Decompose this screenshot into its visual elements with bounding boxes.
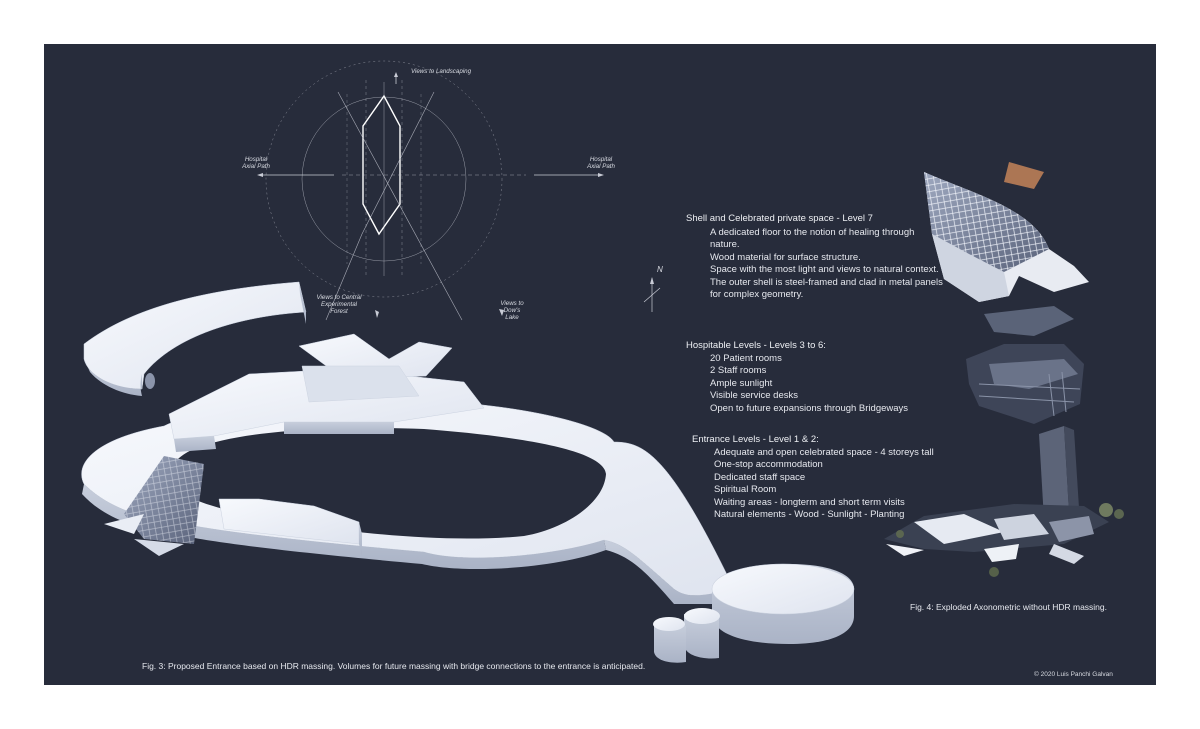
list-item: 2 Staff rooms	[710, 365, 767, 377]
outer-dashed-circle	[265, 60, 503, 298]
list-item: Natural elements - Wood - Sunlight - Pla…	[714, 509, 905, 521]
label-line: Dow's	[503, 307, 521, 314]
list-item: for complex geometry.	[710, 289, 804, 301]
arrow-up-icon	[394, 72, 398, 77]
tree-icon	[1099, 503, 1113, 517]
copyright: © 2020 Luis Panchi Galvan	[1034, 671, 1113, 678]
list-item: Ample sunlight	[710, 377, 773, 389]
list-item: nature.	[710, 239, 740, 251]
round-tower-small	[684, 614, 719, 659]
section-heading: Entrance Levels - Level 1 & 2:	[692, 434, 819, 445]
label-line: Lake	[505, 314, 519, 321]
list-item: Open to future expansions through Bridge…	[710, 402, 909, 414]
label-line: Hospital	[244, 156, 268, 163]
sightline-to-lake	[337, 91, 463, 321]
fig4-caption: Fig. 4: Exploded Axonometric without HDR…	[910, 602, 1108, 612]
section-heading: Hospitable Levels - Levels 3 to 6:	[686, 340, 826, 351]
list-item: Dedicated staff space	[714, 471, 806, 483]
list-item: Spiritual Room	[714, 484, 777, 496]
label-line: Hospital	[589, 156, 613, 163]
arrow-down-right-icon	[499, 309, 504, 316]
fig3-massing-model	[81, 281, 855, 663]
label-views-landscaping: Views to Landscaping	[410, 68, 472, 75]
list-item: Adequate and open celebrated space - 4 s…	[714, 447, 934, 458]
label-line: Experimental	[320, 301, 358, 308]
fig3-caption: Fig. 3: Proposed Entrance based on HDR m…	[142, 661, 646, 671]
arrow-down-left-icon	[375, 310, 379, 318]
label-line: Axial Path	[242, 163, 270, 170]
arrow-right-icon	[598, 173, 604, 177]
list-item: Wood material for surface structure.	[710, 251, 861, 263]
section-level-7: Shell and Celebrated private space - Lev…	[686, 213, 956, 301]
list-item: Visible service desks	[710, 390, 799, 402]
presentation-board: Views to Landscaping Hospital Axial Path…	[44, 44, 1156, 685]
middle-slab-top	[984, 306, 1074, 336]
north-arrow	[643, 277, 661, 312]
list-item: Waiting areas - longterm and short term …	[714, 496, 905, 508]
list-item: 20 Patient rooms	[710, 353, 782, 364]
label-views-forest: Views to Central Experimental Forest	[309, 294, 369, 315]
label-axial-path-right: Hospital Axial Path	[581, 156, 621, 170]
label-line: Views to Central	[316, 294, 362, 301]
fig4-exploded-axonometric	[884, 162, 1124, 577]
list-item: A dedicated floor to the notion of heali…	[710, 227, 915, 238]
arc-building-opening	[145, 373, 155, 389]
arrow-left-icon	[257, 173, 263, 177]
label-axial-path-left: Hospital Axial Path	[236, 156, 276, 170]
concept-diagram	[257, 60, 604, 321]
drawing-canvas	[81, 60, 1124, 663]
section-levels-3-6: Hospitable Levels - Levels 3 to 6: 20 Pa…	[686, 340, 956, 415]
label-line: Axial Path	[587, 163, 615, 170]
section-levels-1-2: Entrance Levels - Level 1 & 2: Adequate …	[692, 434, 962, 521]
list-item: Space with the most light and views to n…	[710, 264, 939, 276]
hexagon-plan	[362, 94, 401, 236]
lower-tower	[1039, 426, 1069, 520]
label-line: Forest	[330, 308, 348, 315]
label-line: Views to	[500, 300, 524, 307]
label-views-lake: Views to Dow's Lake	[492, 300, 532, 321]
sightline-to-forest	[325, 233, 363, 321]
section-heading: Shell and Celebrated private space - Lev…	[686, 213, 873, 224]
list-item: The outer shell is steel-framed and clad…	[710, 276, 943, 288]
north-label: N	[657, 265, 663, 274]
list-item: One-stop accommodation	[714, 459, 823, 471]
